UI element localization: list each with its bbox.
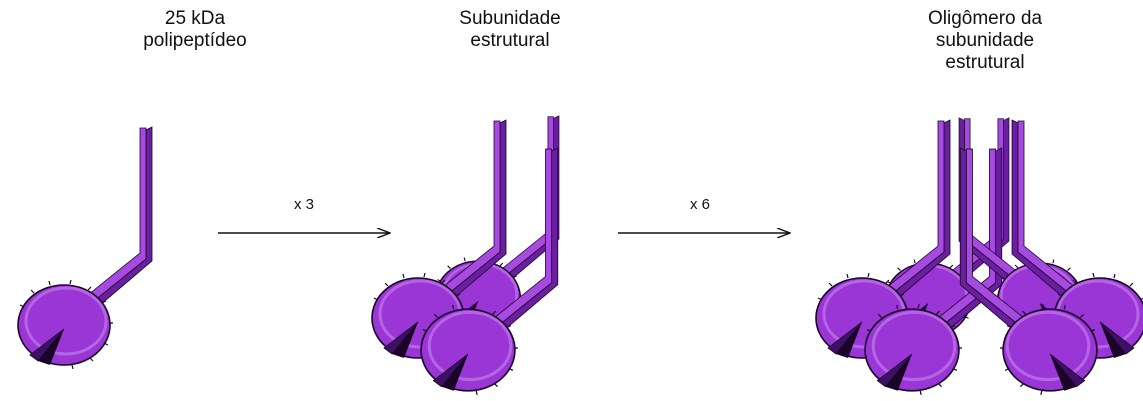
subunit-trimer [372,116,559,395]
oligomer-assembly [816,118,1143,395]
polypeptide-molecule [18,127,152,369]
